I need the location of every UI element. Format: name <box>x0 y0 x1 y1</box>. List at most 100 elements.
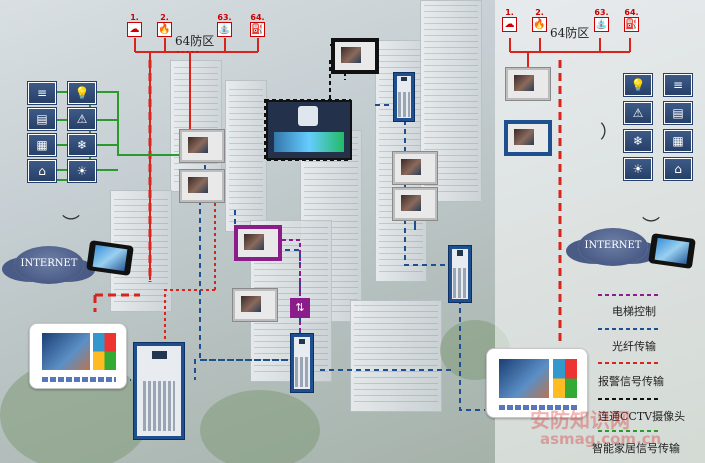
zone-range-label-right: 64防区 <box>550 26 590 40</box>
console-screen <box>274 132 344 152</box>
wireless-signal-icon: ⌒ <box>642 201 660 222</box>
zone-left-63: 63. ⛲ <box>217 13 232 37</box>
elevator-icon: ⇅ <box>290 298 310 318</box>
smart-home-touch-panel-left <box>29 323 127 389</box>
warning-icon: ⚠ <box>68 108 96 130</box>
indoor-monitor <box>233 289 277 321</box>
monitor-screen <box>514 75 534 91</box>
zone-right-64: 64. ⛽ <box>624 8 639 32</box>
door-keypad <box>397 92 411 118</box>
wireless-signal-icon: ⌒ <box>585 122 606 140</box>
main-entrance-door-station <box>133 342 185 440</box>
door-camera <box>401 76 407 82</box>
internet-cloud-left: INTERNET <box>14 246 84 284</box>
zone-number: 2. <box>160 13 169 22</box>
gas-valve-icon: ⛽ <box>250 22 265 37</box>
light-bulb-icon: 💡 <box>68 82 96 104</box>
indoor-monitor <box>180 170 224 202</box>
door-camera <box>151 350 167 360</box>
monitor-screen <box>188 177 208 193</box>
smoke-detector-icon: ☁ <box>502 17 517 32</box>
monitor-screen <box>401 159 421 175</box>
legend-swatch-fiber <box>598 328 658 330</box>
touch-panel-screen <box>499 358 549 398</box>
warning-icon: ⚠ <box>624 102 652 124</box>
indoor-monitor <box>180 130 224 162</box>
zone-number: 63. <box>594 8 609 17</box>
zone-number: 1. <box>505 8 514 17</box>
touch-panel-buttons <box>41 376 117 382</box>
smartphone-left <box>86 240 134 276</box>
curtain-sensor-icon: ▦ <box>28 134 56 156</box>
touch-panel-screen <box>41 332 90 371</box>
monitor-screen <box>401 195 421 211</box>
background-building <box>170 60 222 192</box>
alarm-bus-right-top <box>509 38 631 53</box>
legend-swatch-smart-home <box>598 430 658 432</box>
legend-label-fiber: 光纤传输 <box>612 340 656 353</box>
touch-panel-buttons <box>499 404 577 411</box>
indoor-monitor <box>506 68 550 100</box>
alarm-drop-left <box>149 52 191 280</box>
alarm-to-touchpanel <box>93 293 140 312</box>
background-tree <box>200 390 320 463</box>
smart-home-touch-panel-right <box>486 348 588 418</box>
legend-swatch-cctv <box>598 398 658 400</box>
legend-swatch-alarm <box>598 362 658 364</box>
legend-label-elevator: 电梯控制 <box>612 305 656 318</box>
internet-cloud-right: INTERNET <box>578 228 648 266</box>
zone-number: 63. <box>217 13 232 22</box>
fiber-solid-links <box>204 160 416 230</box>
zone-number: 2. <box>535 8 544 17</box>
monitor-screen <box>514 129 534 145</box>
heater-icon: ☀ <box>624 158 652 180</box>
light-bulb-icon: 💡 <box>624 74 652 96</box>
monitor-screen <box>341 47 361 63</box>
window-sensor-icon: ▤ <box>28 108 56 130</box>
zone-range-label-left: 64防区 <box>175 34 215 48</box>
legend-label-alarm: 报警信号传输 <box>598 375 664 388</box>
touch-panel-tiles <box>553 358 577 398</box>
door-station <box>393 72 415 122</box>
management-console <box>266 100 352 160</box>
background-building <box>350 300 442 412</box>
indoor-monitor <box>393 152 437 184</box>
curtain-sensor-icon: ▦ <box>664 130 692 152</box>
door-station <box>448 245 472 303</box>
smartphone-right <box>648 233 696 269</box>
internet-label: INTERNET <box>584 240 642 251</box>
touch-panel-tiles <box>93 332 117 371</box>
zone-left-64: 64. ⛽ <box>250 13 265 37</box>
blind-sensor-icon: ≡ <box>28 82 56 104</box>
air-conditioner-icon: ❄ <box>624 130 652 152</box>
monitor-screen <box>188 137 208 153</box>
garage-sensor-icon: ⌂ <box>28 160 56 182</box>
door-keypad <box>143 381 175 432</box>
monitor-screen <box>241 296 261 312</box>
zone-left-1: 1. ☁ <box>127 13 142 37</box>
smoke-detector-icon: ☁ <box>127 22 142 37</box>
management-monitor <box>333 40 377 72</box>
indoor-monitor <box>393 188 437 220</box>
heater-icon: ☀ <box>68 160 96 182</box>
door-keypad <box>294 357 310 388</box>
phone-screen <box>92 244 128 272</box>
legend-label-smart-home: 智能家居信号传输 <box>592 442 680 455</box>
zone-dots-left: ····· <box>176 45 201 59</box>
zone-number: 1. <box>130 13 139 22</box>
elevator-floor-monitor <box>236 227 280 259</box>
zone-left-2: 2. 🔥 <box>157 13 172 37</box>
monitor-screen <box>244 234 264 250</box>
door-station <box>290 333 314 393</box>
zone-number: 64. <box>624 8 639 17</box>
window-sensor-icon: ▤ <box>664 102 692 124</box>
water-tap-icon: ⛲ <box>594 17 609 32</box>
flame-icon: 🔥 <box>157 22 172 37</box>
air-conditioner-icon: ❄ <box>68 134 96 156</box>
door-keypad <box>452 268 468 298</box>
indoor-monitor <box>506 122 550 154</box>
alarm-bus-left-top <box>134 38 259 53</box>
wireless-signal-icon: ⌒ <box>62 199 80 220</box>
zone-right-1: 1. ☁ <box>502 8 517 32</box>
